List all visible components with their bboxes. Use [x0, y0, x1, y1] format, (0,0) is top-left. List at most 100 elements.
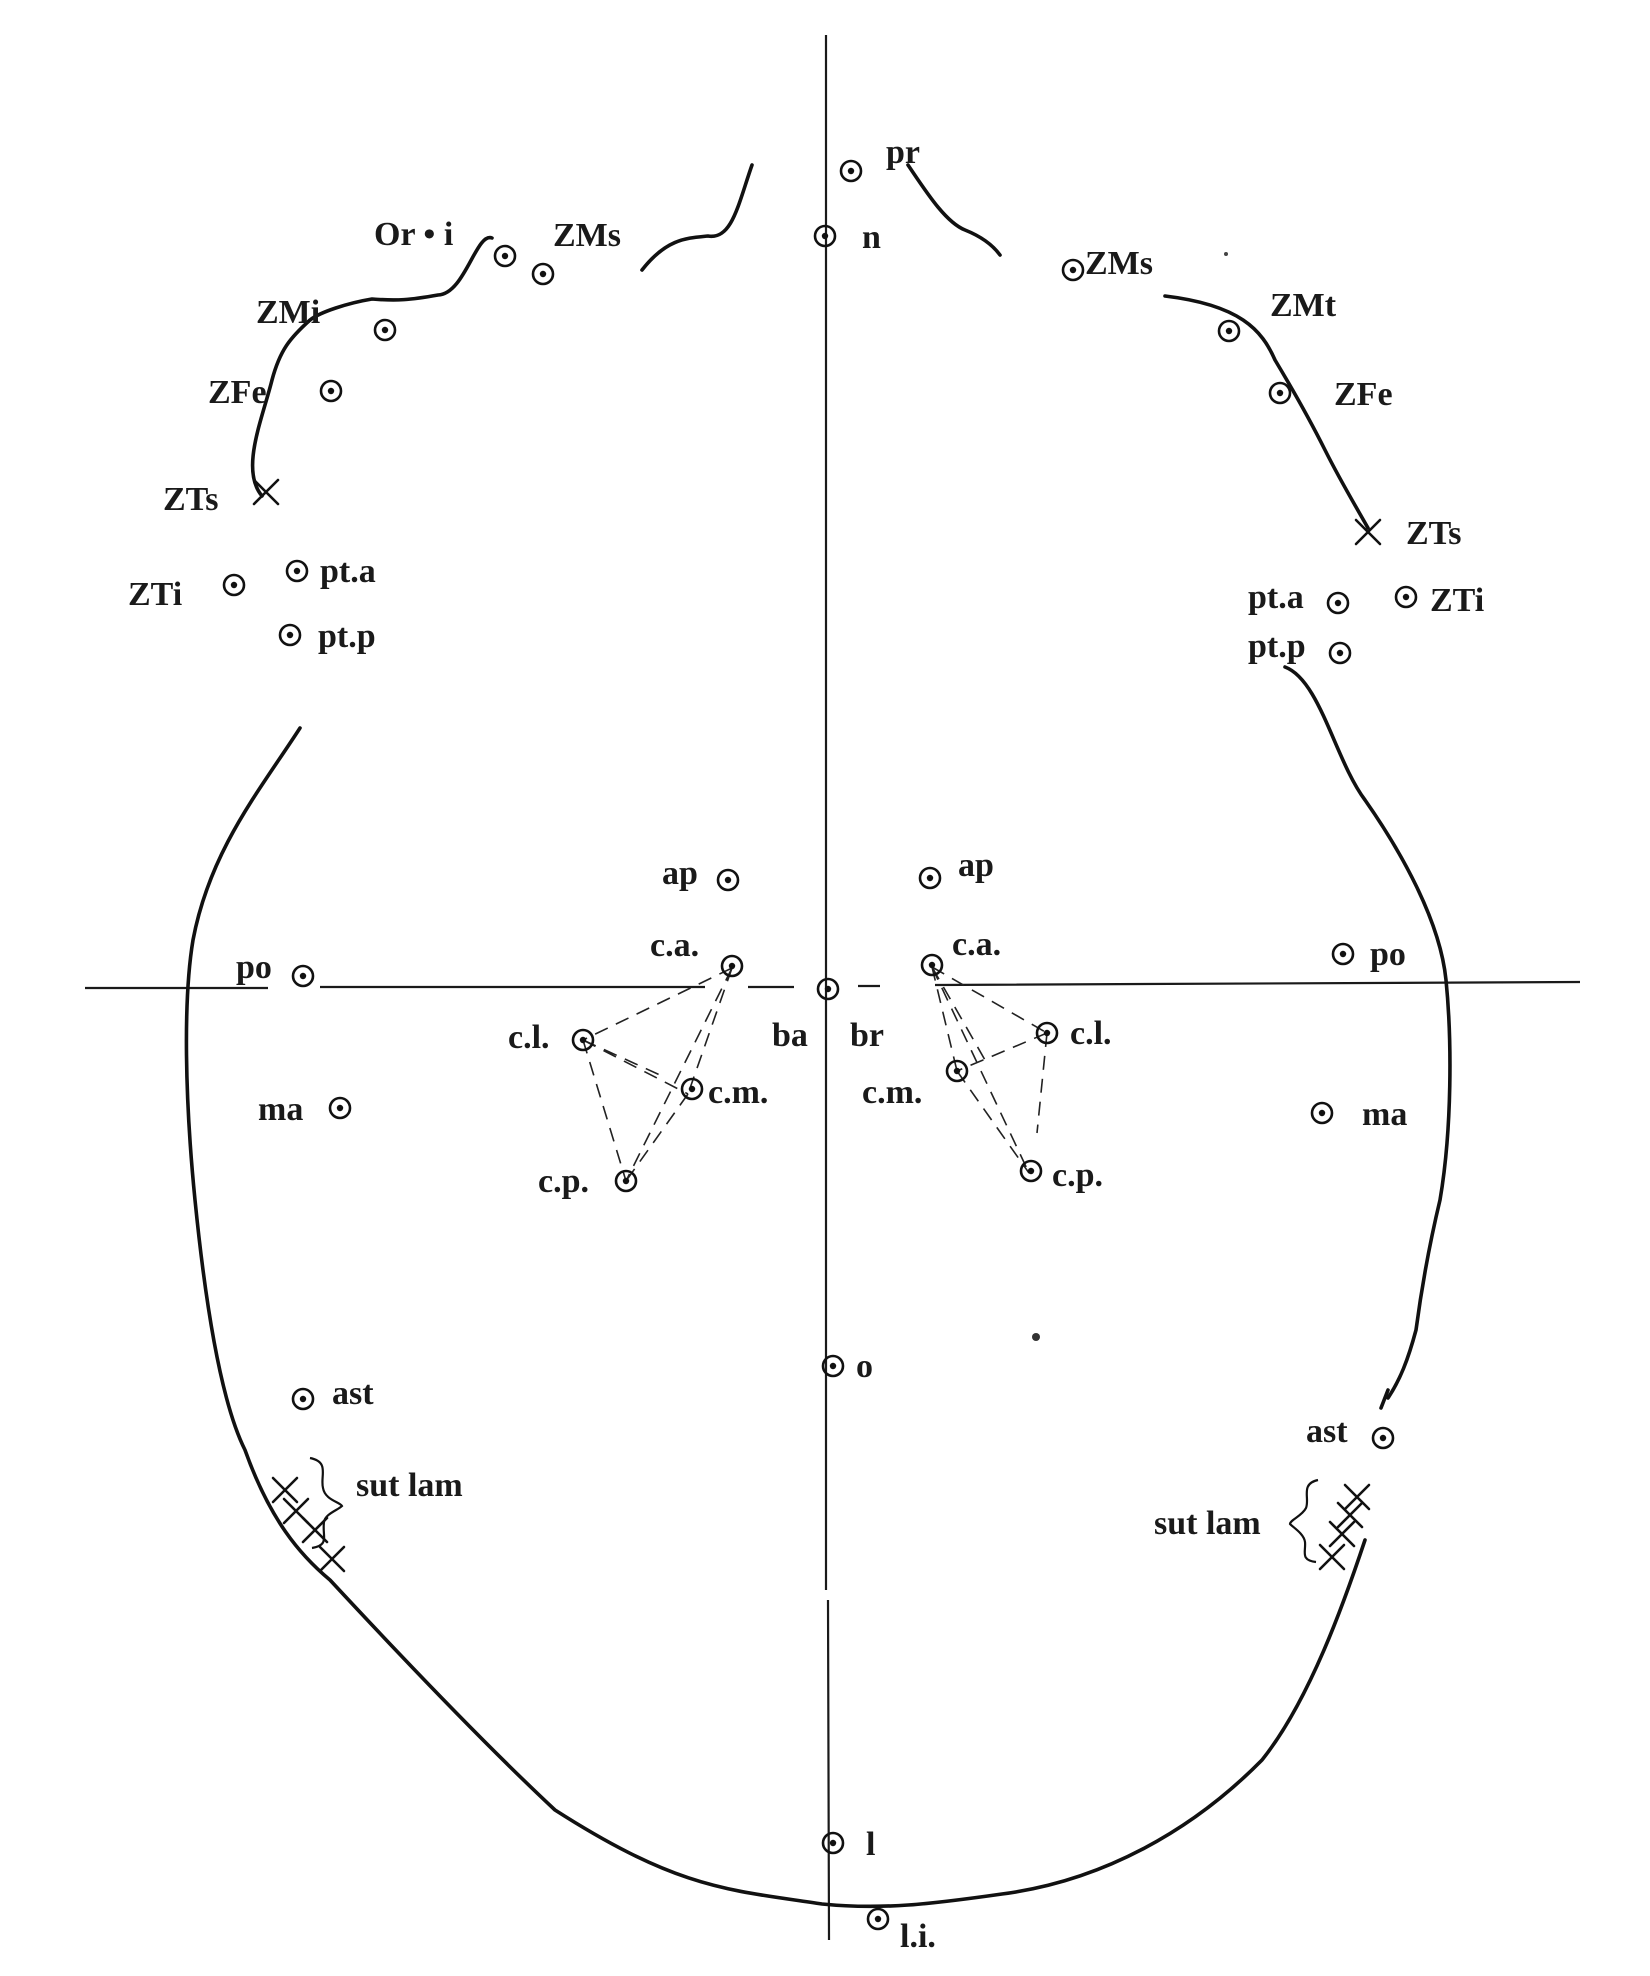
landmark-marker	[614, 1169, 638, 1193]
landmark-marker	[716, 868, 740, 892]
landmark-marker	[866, 1907, 890, 1931]
label-cm-right: c.m.	[862, 1074, 922, 1111]
label-zts-left: ZTs	[163, 481, 218, 518]
landmark-marker	[291, 964, 315, 988]
left-zygomatic-arch-outline	[250, 236, 494, 498]
label-pta-right: pt.a	[1248, 579, 1304, 616]
landmark-marker	[1019, 1159, 1043, 1183]
landmark-marker	[1061, 258, 1085, 282]
landmark-marker	[1371, 1426, 1395, 1450]
landmark-marker	[821, 1354, 845, 1378]
landmark-marker	[945, 1059, 969, 1083]
landmark-marker	[531, 262, 555, 286]
right-cranial-vault-lower-dash	[1379, 1388, 1390, 1410]
left-condyle-dash-lines	[582, 967, 733, 1182]
label-l: l	[866, 1826, 875, 1863]
cross-marker-zts-right	[1354, 518, 1382, 546]
label-zti-left: ZTi	[128, 576, 182, 613]
landmark-marker	[839, 159, 863, 183]
reference-axes	[85, 35, 1581, 1941]
label-ptp-left: pt.p	[318, 618, 376, 655]
label-zti-right: ZTi	[1430, 582, 1484, 619]
left-nasal-outline	[640, 163, 754, 272]
cross-marker-sut-right-3	[1328, 1520, 1356, 1548]
landmark-marker	[1394, 585, 1418, 609]
label-cl-left: c.l.	[508, 1019, 550, 1056]
landmark-marker	[285, 559, 309, 583]
label-n: n	[862, 219, 881, 256]
right-condyle-dash-lines	[931, 966, 1048, 1174]
landmark-marker	[278, 623, 302, 647]
label-cp-right: c.p.	[1052, 1157, 1103, 1194]
label-ast-right: ast	[1306, 1413, 1348, 1450]
label-or-i: Or • i	[374, 216, 453, 253]
speck	[1032, 1333, 1040, 1341]
label-zms-right: ZMs	[1085, 245, 1153, 282]
left-cranial-vault-outline	[184, 726, 1367, 1909]
label-sut-lam-left: sut lam	[356, 1467, 463, 1504]
label-zts-right: ZTs	[1406, 515, 1461, 552]
landmark-marker	[373, 318, 397, 342]
label-zmi: ZMi	[256, 294, 320, 331]
landmark-marker	[816, 977, 840, 1001]
label-li: l.i.	[900, 1918, 936, 1955]
stray-marks	[1032, 252, 1228, 1341]
label-zfe-left: ZFe	[208, 374, 267, 411]
sagittal-axis	[824, 35, 831, 1941]
right-condyle-triangles	[931, 966, 1048, 1174]
label-zms-left: ZMs	[553, 217, 621, 254]
cross-marker-sut-left-1	[271, 1476, 299, 1504]
label-ptp-right: pt.p	[1248, 628, 1306, 665]
label-pta-left: pt.a	[320, 553, 376, 590]
landmark-marker	[493, 244, 517, 268]
label-sut-lam-right: sut lam	[1154, 1505, 1261, 1542]
label-ca-left: c.a.	[650, 927, 699, 964]
landmark-marker	[1268, 381, 1292, 405]
label-zmt: ZMt	[1270, 287, 1337, 324]
cross-marker-zts-left	[252, 478, 280, 506]
cross-marker-sut-right-1	[1343, 1483, 1371, 1511]
cross-markers	[252, 478, 1382, 1573]
landmark-marker	[291, 1387, 315, 1411]
label-po-right: po	[1370, 936, 1406, 973]
landmark-marker	[1035, 1021, 1059, 1045]
landmark-marker	[821, 1831, 845, 1855]
left-condyle-triangles	[582, 967, 733, 1182]
landmark-marker	[720, 954, 744, 978]
label-zfe-right: ZFe	[1334, 376, 1393, 413]
label-ap-left: ap	[662, 855, 698, 892]
label-po-left: po	[236, 949, 272, 986]
cross-marker-sut-right-4	[1318, 1543, 1346, 1571]
label-ap-right: ap	[958, 847, 994, 884]
label-br: br	[850, 1017, 884, 1054]
landmark-marker	[813, 224, 837, 248]
frankfurt-horizontal-axis	[85, 980, 1581, 990]
right-nasal-outline	[906, 163, 1002, 257]
landmark-marker	[920, 953, 944, 977]
label-cm-left: c.m.	[708, 1074, 768, 1111]
label-cl-right: c.l.	[1070, 1015, 1112, 1052]
landmark-marker	[571, 1028, 595, 1052]
landmark-marker	[222, 573, 246, 597]
landmark-markers	[222, 159, 1418, 1931]
right-zygomatic-arch-outline	[1163, 294, 1370, 530]
label-ca-right: c.a.	[952, 926, 1001, 963]
landmark-labels: pr n Or • i ZMs ZMi ZFe ZTs ZTi pt.a pt.…	[128, 134, 1484, 1955]
landmark-marker	[1331, 942, 1355, 966]
label-ma-left: ma	[258, 1091, 303, 1128]
brace-sut-right	[1288, 1478, 1319, 1564]
label-ba: ba	[772, 1017, 808, 1054]
landmark-marker	[918, 866, 942, 890]
speck	[1224, 252, 1228, 256]
landmark-marker	[1310, 1101, 1334, 1125]
label-cp-left: c.p.	[538, 1163, 589, 1200]
right-cranial-vault-outline	[1283, 665, 1452, 1400]
brace-sut-left	[309, 1456, 344, 1550]
suture-braces	[309, 1456, 1319, 1564]
landmark-marker	[1326, 591, 1350, 615]
landmark-marker	[319, 379, 343, 403]
landmark-marker	[680, 1077, 704, 1101]
landmark-marker	[1328, 641, 1352, 665]
label-pr: pr	[886, 134, 920, 171]
